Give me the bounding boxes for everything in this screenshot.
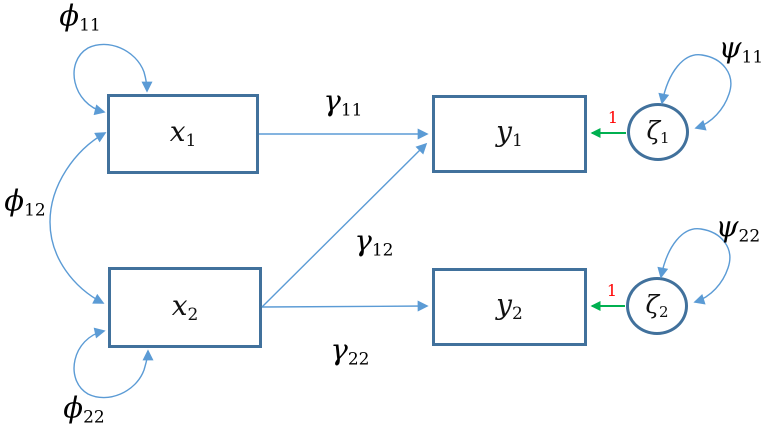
y2-glyph: y xyxy=(496,288,512,322)
gamma12-label: γ12 xyxy=(355,226,394,259)
zeta2-fixed-loading-value: 1 xyxy=(606,281,618,300)
y1-glyph: y xyxy=(496,115,512,149)
psi22-subscript: 22 xyxy=(738,226,761,247)
gamma12-glyph: γ xyxy=(354,223,372,258)
psi22-glyph: ψ xyxy=(715,209,739,244)
gamma22-arrow xyxy=(261,300,429,312)
gamma11-label: γ11 xyxy=(324,86,363,119)
phi22-glyph: ϕ xyxy=(63,390,84,425)
gamma22-subscript: 22 xyxy=(347,349,370,370)
gamma22-glyph: γ xyxy=(330,332,348,367)
gamma12-arrow xyxy=(261,142,428,308)
gamma11-subscript: 11 xyxy=(340,100,363,121)
x2-node: x2 xyxy=(108,267,262,348)
phi12-label: ϕ12 xyxy=(4,186,45,219)
y1-node: y1 xyxy=(432,95,587,173)
x1-subscript: 1 xyxy=(185,130,197,151)
zeta1-subscript: 1 xyxy=(660,129,670,148)
gamma22-label: γ22 xyxy=(331,335,370,368)
y1-node-label: y1 xyxy=(496,118,523,150)
psi22-label: ψ22 xyxy=(716,212,760,245)
zeta1-node: ζ1 xyxy=(627,103,689,161)
zeta2-subscript: 2 xyxy=(659,303,669,322)
x2-glyph: x xyxy=(171,288,188,322)
zeta2-glyph: ζ xyxy=(645,289,659,319)
x1-node-label: x1 xyxy=(170,118,197,150)
zeta1-fixed-loading-value: 1 xyxy=(607,108,619,127)
gamma12-subscript: 12 xyxy=(371,240,394,261)
phi12-subscript: 12 xyxy=(24,200,46,221)
y2-subscript: 2 xyxy=(512,303,523,324)
x2-node-label: x2 xyxy=(171,288,199,325)
y1-subscript: 1 xyxy=(512,130,523,151)
phi22-subscript: 22 xyxy=(83,407,105,428)
zeta2-node-label: ζ2 xyxy=(645,292,668,320)
zeta1-node-label: ζ1 xyxy=(646,118,669,146)
psi11-label: ψ11 xyxy=(719,33,763,66)
y2-node-label: y2 xyxy=(496,291,523,323)
phi11-subscript: 11 xyxy=(79,15,101,36)
zeta2-node: ζ2 xyxy=(626,277,688,335)
phi12-glyph: ϕ xyxy=(4,183,25,218)
phi12-covariance-arrow xyxy=(49,132,107,304)
y2-node: y2 xyxy=(432,268,587,346)
zeta1-glyph: ζ xyxy=(646,115,660,145)
phi11-glyph: ϕ xyxy=(59,0,80,33)
x1-node: x1 xyxy=(107,94,259,174)
psi11-subscript: 11 xyxy=(741,47,764,68)
x2-subscript: 2 xyxy=(187,304,199,325)
psi11-glyph: ψ xyxy=(718,30,742,65)
gamma11-glyph: γ xyxy=(323,83,341,118)
phi22-label: ϕ22 xyxy=(63,393,104,426)
x1-glyph: x xyxy=(169,115,186,149)
phi11-label: ϕ11 xyxy=(59,1,100,34)
